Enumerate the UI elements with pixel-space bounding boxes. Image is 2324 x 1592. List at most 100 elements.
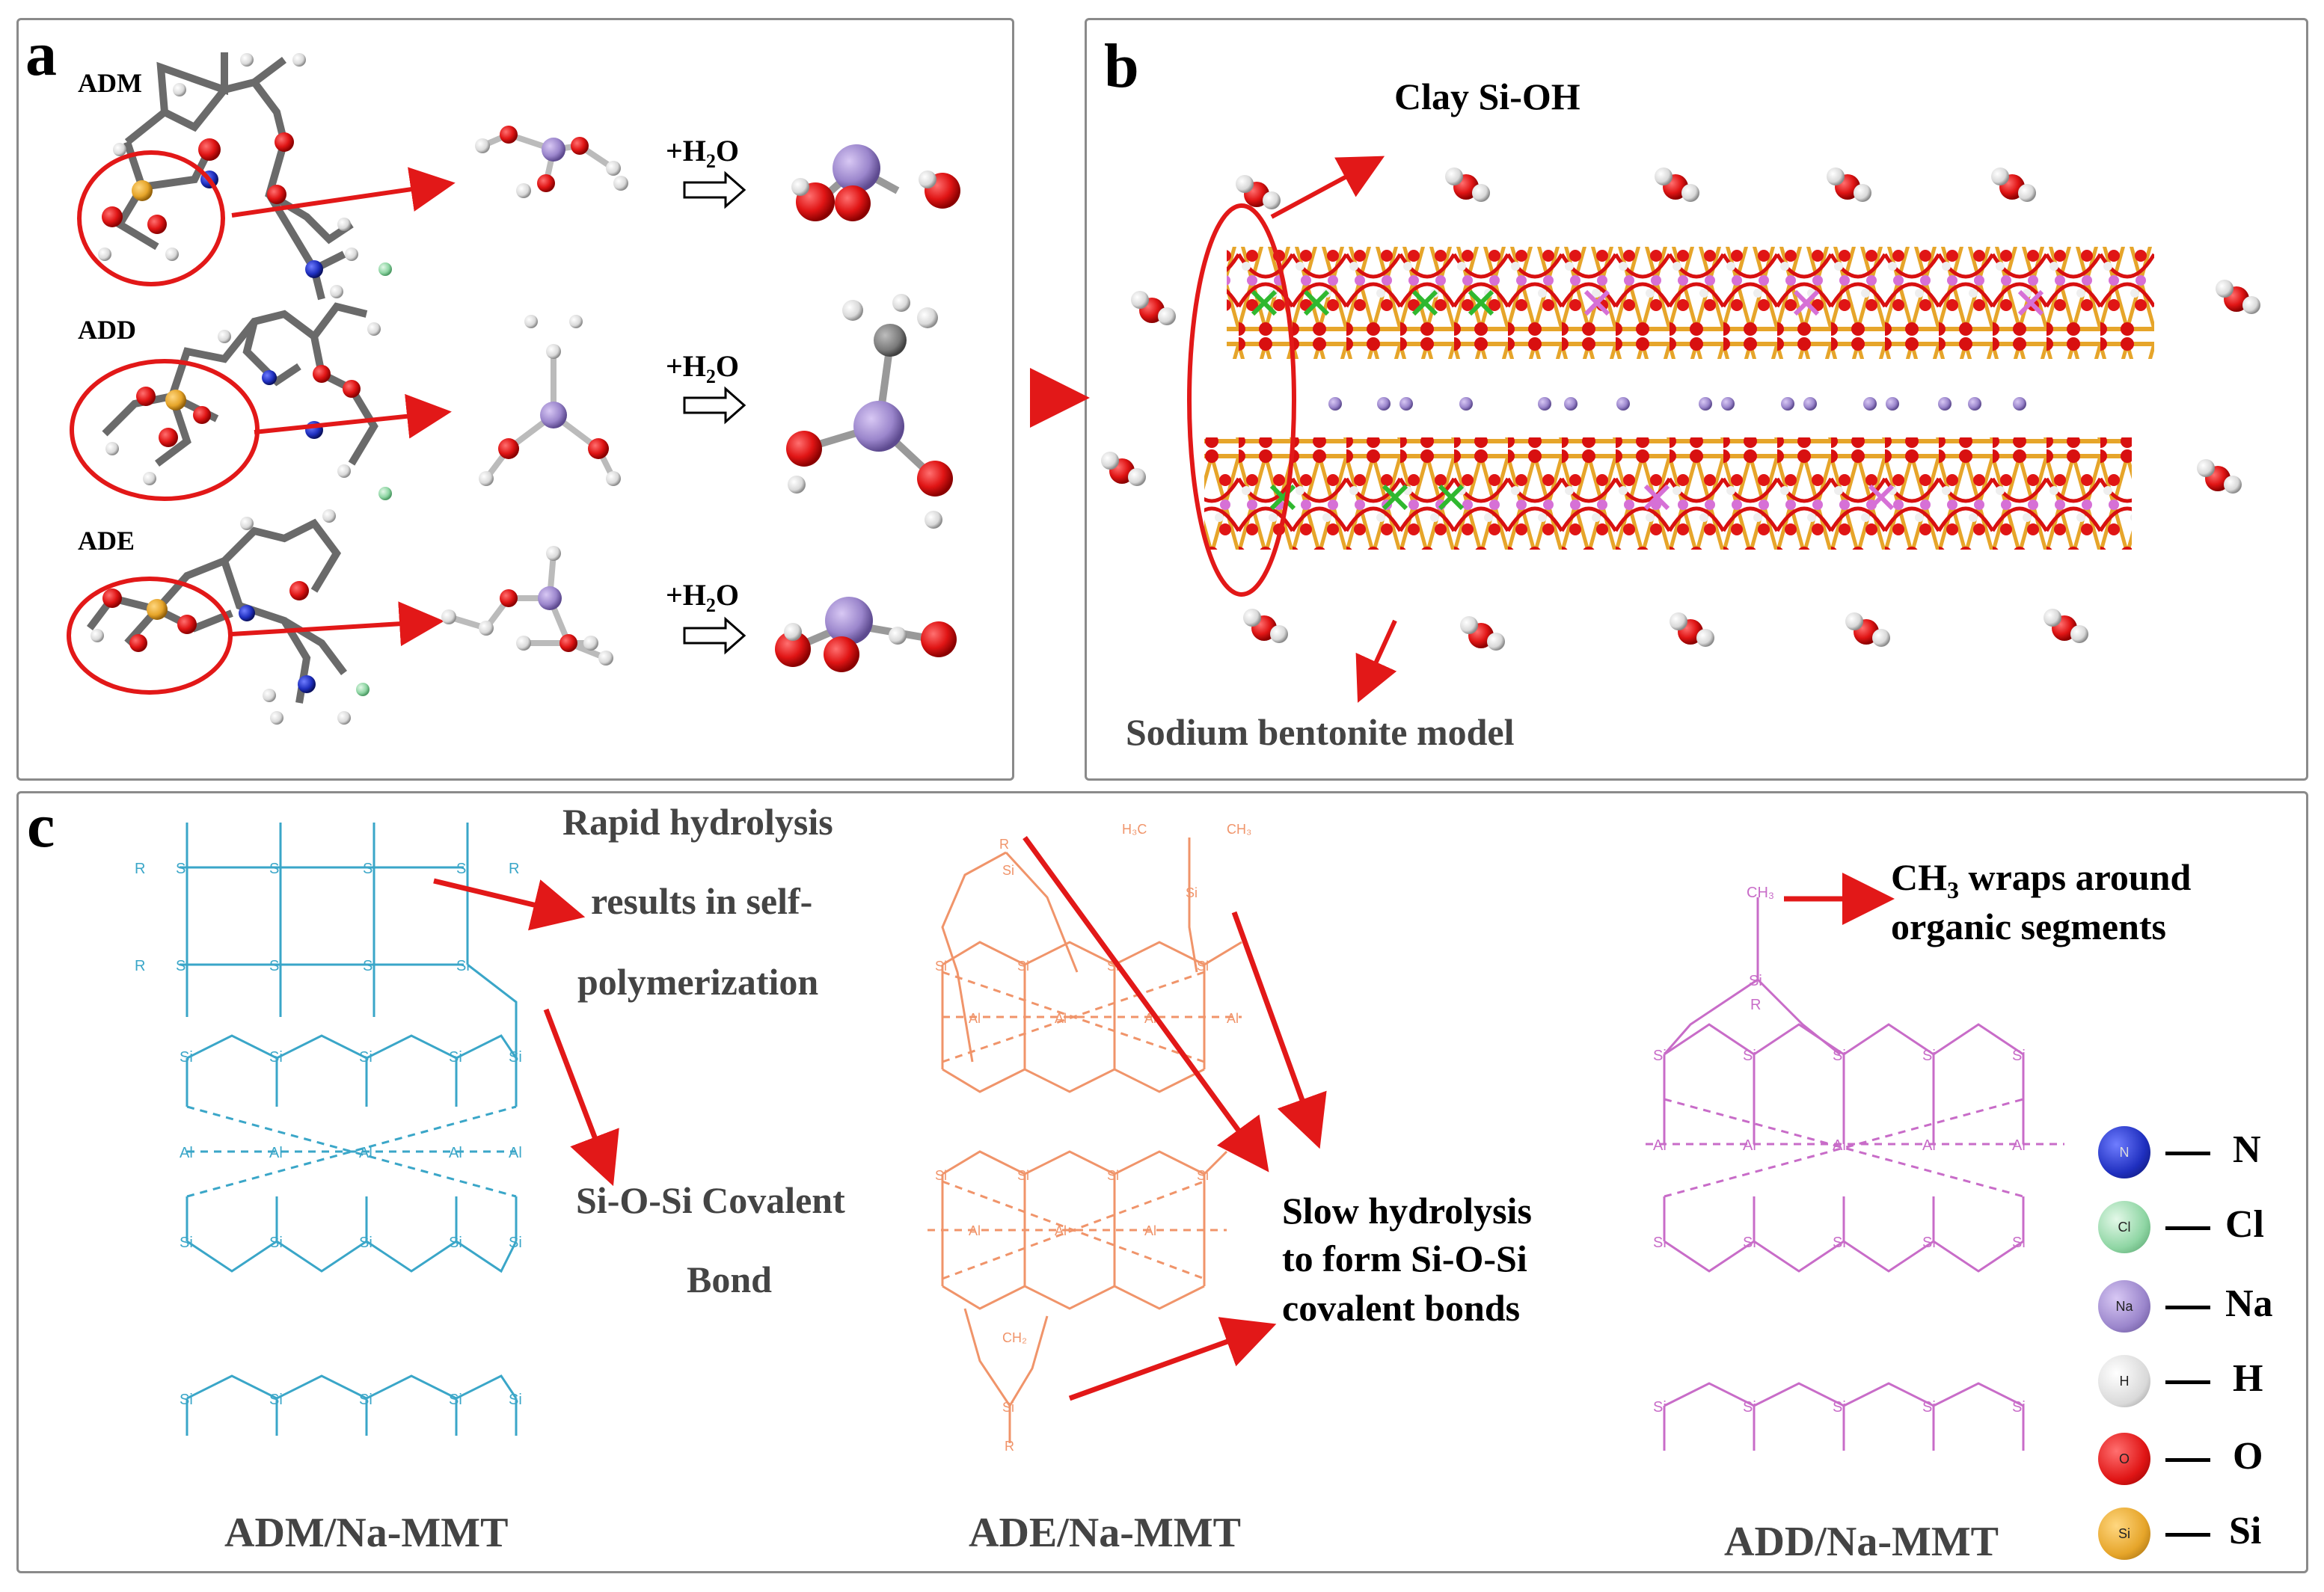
svg-text:Al: Al	[2012, 1137, 2026, 1154]
legend-line-h	[2165, 1380, 2210, 1384]
svg-text:R: R	[509, 861, 519, 877]
svg-text:CH₂: CH₂	[1002, 1330, 1027, 1345]
legend-symbol-n: N	[2233, 1128, 2261, 1171]
text-rapid-line3: polymerization	[577, 961, 819, 1003]
svg-text:Al: Al	[509, 1145, 522, 1161]
legend-symbol-h: H	[2233, 1357, 2263, 1400]
text-ch3-line1: CH3 wraps around	[1891, 856, 2192, 903]
legend-symbol-si: Si	[2229, 1510, 2262, 1552]
legend-symbol-cl: Cl	[2225, 1203, 2264, 1246]
clay-layer-bottom	[1204, 437, 2132, 550]
svg-text:Si: Si	[269, 1049, 283, 1066]
text-rapid-line2: results in self-	[591, 880, 813, 922]
svg-text:Si: Si	[509, 1235, 522, 1251]
svg-text:Si: Si	[1833, 1235, 1846, 1251]
add-atoms	[105, 285, 392, 500]
text-slow-line2: to form Si-O-Si	[1282, 1238, 1527, 1279]
svg-text:Si: Si	[1017, 959, 1029, 974]
svg-text:Al: Al	[359, 1145, 372, 1161]
reaction-label-1: +H2O	[666, 134, 740, 172]
legend-ball-na: Na	[2098, 1280, 2150, 1333]
svg-text:Si: Si	[180, 1392, 193, 1408]
legend-ball-n: N	[2098, 1126, 2150, 1178]
svg-text:Al: Al	[1055, 1011, 1067, 1026]
svg-text:Al: Al	[1833, 1137, 1846, 1154]
interlayer-na	[1328, 397, 2026, 411]
svg-text:Si: Si	[363, 861, 376, 877]
reaction-label-3: +H2O	[666, 578, 740, 616]
svg-text:Si: Si	[449, 1392, 462, 1408]
text-slow-line1: Slow hydrolysis	[1282, 1190, 1532, 1232]
caption-sodium-bentonite: Sodium bentonite model	[1126, 711, 1515, 753]
svg-text:Si: Si	[1017, 1168, 1029, 1183]
svg-text:Si: Si	[1197, 959, 1209, 974]
legend-line-o	[2165, 1458, 2210, 1462]
svg-text:Si: Si	[1833, 1048, 1846, 1064]
svg-text:Si: Si	[456, 958, 470, 974]
svg-text:CH₃: CH₃	[1227, 822, 1251, 837]
svg-text:Si: Si	[269, 1392, 283, 1408]
svg-text:Si: Si	[1653, 1048, 1667, 1064]
caption-ade-mmt: ADE/Na-MMT	[969, 1510, 1241, 1556]
caption-clay-si-oh: Clay Si-OH	[1394, 76, 1580, 117]
svg-text:Si: Si	[1743, 1048, 1756, 1064]
text-rapid-line1: Rapid hydrolysis	[562, 801, 833, 843]
svg-text:Si: Si	[935, 1168, 947, 1183]
text-covalent-line2: Bond	[687, 1258, 772, 1300]
svg-text:Si: Si	[269, 861, 283, 877]
svg-text:H₃C: H₃C	[1122, 822, 1147, 837]
svg-text:Al: Al	[1227, 1011, 1239, 1026]
svg-text:Si: Si	[2012, 1048, 2026, 1064]
product-1	[791, 144, 960, 221]
svg-text:Al: Al	[969, 1011, 981, 1026]
svg-text:Al: Al	[1653, 1137, 1667, 1154]
panel-c	[16, 791, 2308, 1573]
svg-text:Si: Si	[1002, 863, 1014, 878]
svg-text:Si: Si	[2012, 1235, 2026, 1251]
caption-adm-mmt: ADM/Na-MMT	[224, 1510, 509, 1556]
svg-text:Si: Si	[2012, 1399, 2026, 1416]
water-molecules	[1101, 168, 2260, 651]
panel-c-arrows	[433, 835, 1895, 1401]
svg-text:Si: Si	[1922, 1235, 1936, 1251]
svg-text:R: R	[1005, 1439, 1014, 1454]
svg-text:Si: Si	[1186, 885, 1198, 900]
svg-text:Si: Si	[176, 861, 189, 877]
svg-text:Al: Al	[1055, 1223, 1067, 1238]
adm-atoms	[98, 53, 392, 278]
svg-text:Si: Si	[1107, 1168, 1119, 1183]
svg-text:Si: Si	[180, 1235, 193, 1251]
svg-text:Si: Si	[509, 1049, 522, 1066]
hollow-arrows	[683, 170, 746, 655]
label-adm: ADM	[78, 68, 142, 98]
legend-line-si	[2165, 1533, 2210, 1537]
legend-line-na	[2165, 1306, 2210, 1309]
svg-text:Si: Si	[269, 1235, 283, 1251]
svg-text:Si: Si	[1922, 1048, 1936, 1064]
svg-text:Si: Si	[456, 861, 470, 877]
svg-text:Si: Si	[1743, 1399, 1756, 1416]
reaction-label-2: +H2O	[666, 349, 740, 387]
svg-text:Si: Si	[359, 1049, 372, 1066]
legend-symbol-na: Na	[2225, 1282, 2273, 1325]
panel-a-label: a	[25, 19, 57, 89]
adm-mmt-structure	[180, 823, 518, 1436]
svg-text:Si: Si	[449, 1235, 462, 1251]
svg-text:Si: Si	[359, 1235, 372, 1251]
svg-text:Al: Al	[1922, 1137, 1936, 1154]
legend-line-n	[2165, 1152, 2210, 1155]
legend-ball-cl: Cl	[2098, 1201, 2150, 1253]
legend-line-cl	[2165, 1226, 2210, 1230]
text-covalent-line1: Si-O-Si Covalent	[576, 1179, 845, 1221]
svg-text:CH₃: CH₃	[1747, 885, 1774, 901]
caption-add-mmt: ADD/Na-MMT	[1724, 1519, 1999, 1565]
legend-symbol-o: O	[2233, 1435, 2263, 1478]
svg-text:Si: Si	[1653, 1399, 1667, 1416]
panel-c-label: c	[27, 791, 55, 861]
